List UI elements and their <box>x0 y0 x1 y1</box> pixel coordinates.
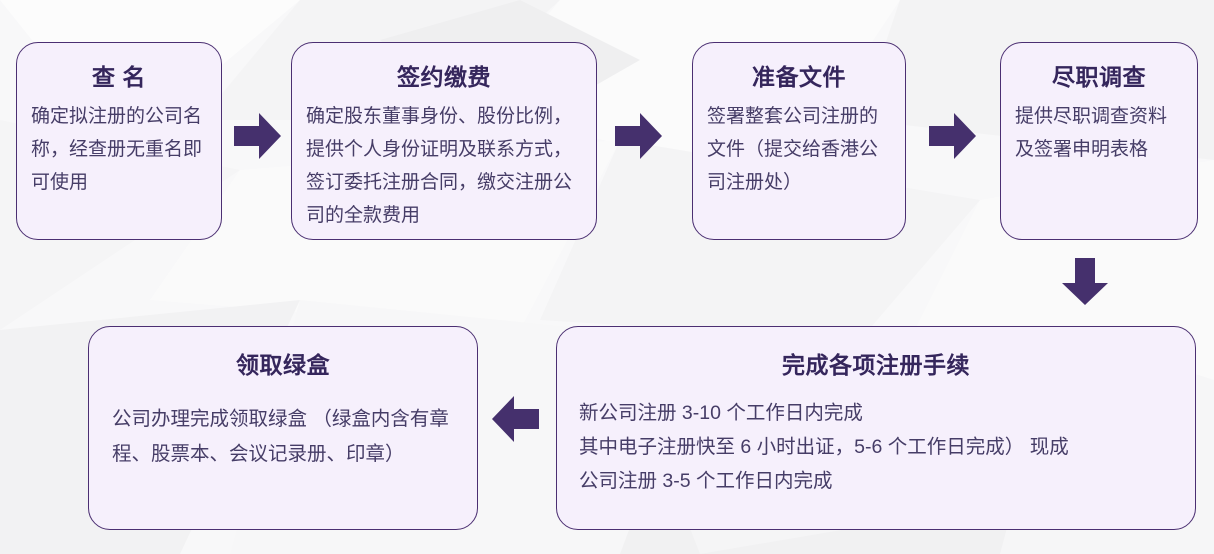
connector-arrow-left <box>492 396 539 442</box>
step-card-name-check[interactable]: 查 名 确定拟注册的公司名 称，经查册无重名即可使用 <box>16 42 222 240</box>
arrow-left-icon <box>492 396 539 442</box>
step-body: 新公司注册 3-10 个工作日内完成 其中电子注册快至 6 小时出证，5-6 个… <box>579 401 1069 492</box>
step-card-collect-green-box[interactable]: 领取绿盒 公司办理完成领取绿盒 （绿盒内含有章程、股票本、会议记录册、印章） <box>88 326 478 530</box>
step-title: 领取绿盒 <box>236 352 330 378</box>
step-card-complete-registration[interactable]: 完成各项注册手续 新公司注册 3-10 个工作日内完成 其中电子注册快至 6 小… <box>556 326 1196 530</box>
connector-arrow-right-2 <box>615 113 662 159</box>
step-body: 签署整套公司注册的文件（提交给香港公司注册处） <box>707 105 879 193</box>
step-card-sign-pay[interactable]: 签约缴费 确定股东董事身份、股份比例，提供个人身份证明及联系方式，签订委托注册合… <box>291 42 597 240</box>
arrow-right-icon <box>615 113 662 159</box>
step-title: 尽职调查 <box>1052 64 1146 90</box>
step-body: 提供尽职调查资料及签署申明表格 <box>1015 105 1168 160</box>
connector-arrow-right-1 <box>234 113 281 159</box>
step-body: 公司办理完成领取绿盒 （绿盒内含有章程、股票本、会议记录册、印章） <box>112 407 449 465</box>
arrow-right-icon <box>929 113 976 159</box>
step-title: 完成各项注册手续 <box>782 352 970 378</box>
arrow-right-icon <box>234 113 281 159</box>
step-title: 查 名 <box>92 64 146 90</box>
step-card-due-diligence[interactable]: 尽职调查 提供尽职调查资料及签署申明表格 <box>1000 42 1198 240</box>
arrow-down-icon <box>1062 258 1108 305</box>
step-title: 准备文件 <box>752 64 846 90</box>
step-body: 确定股东董事身份、股份比例，提供个人身份证明及联系方式，签订委托注册合同，缴交注… <box>306 105 573 226</box>
step-body: 确定拟注册的公司名 称，经查册无重名即可使用 <box>31 105 208 193</box>
step-title: 签约缴费 <box>397 64 491 90</box>
connector-arrow-down <box>1062 258 1108 305</box>
step-card-prepare-docs[interactable]: 准备文件 签署整套公司注册的文件（提交给香港公司注册处） <box>692 42 906 240</box>
connector-arrow-right-3 <box>929 113 976 159</box>
